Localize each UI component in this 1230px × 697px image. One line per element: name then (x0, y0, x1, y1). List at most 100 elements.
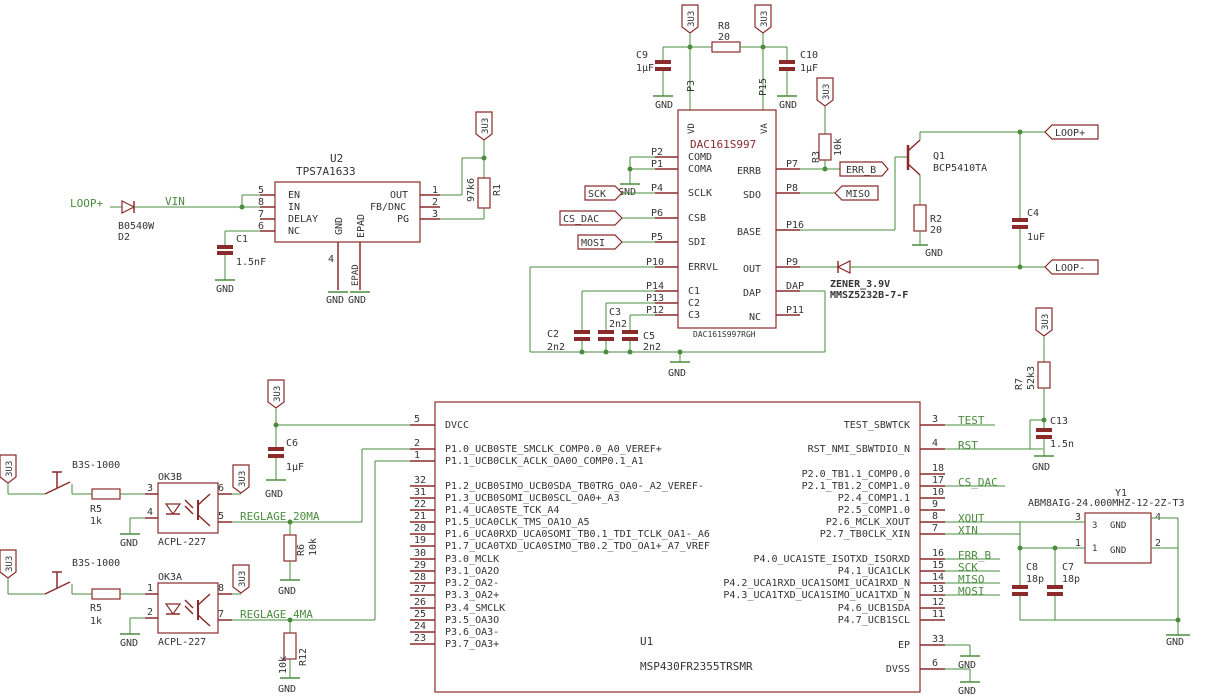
u1-left-pin-num: 20 (414, 523, 426, 534)
dac-pin-p1: P1 (651, 159, 663, 170)
u2-pin-7: 7 (258, 209, 264, 220)
c5-value: 2n2 (643, 342, 661, 353)
u2-3v3-label: 3U3 (481, 118, 491, 134)
dac-pin-dap: DAP (743, 288, 761, 299)
u1-right-pin-name: P2.0_TB1.1_COMP0.0 (802, 469, 910, 480)
u1-right-pin-name: P4.0_UCA1STE_ISOTXD_ISORXD (753, 554, 910, 565)
u2-pin-6: 6 (258, 221, 264, 232)
c1-value: 1.5nF (236, 257, 266, 268)
y1-gnd-bottom: GND (1110, 546, 1126, 556)
u1-right-pin-name: P2.7_TB0CLK_XIN (820, 529, 910, 540)
net-test-label: TEST (958, 414, 985, 427)
u2-pin-out: OUT (390, 190, 408, 201)
r5a-body (91, 488, 121, 500)
r5b-ref: R5 (90, 603, 102, 614)
dac-miso-port (834, 185, 879, 201)
y1-gnd-top: GND (1110, 521, 1126, 531)
u1-right-pin-name: P4.7_UCB1SCL (838, 615, 910, 626)
dac-3v3-label-1: 3U3 (687, 11, 697, 27)
dac-gnd-bottom: GND (668, 368, 686, 379)
u1-left-pin-name: P1.4_UCA0STE_TCK_A4 (445, 505, 559, 516)
sw2-value: B3S-1000 (72, 558, 120, 569)
sw1-value: B3S-1000 (72, 460, 120, 471)
r7-value: 52k3 (1026, 366, 1037, 390)
c4-value: 1uF (1027, 232, 1045, 243)
u1-section: U1 MSP430FR2355TRSMR 5DVCC2P1.0_UCB0STE_… (222, 307, 1190, 697)
y1-pin-3: 3 (1075, 512, 1081, 523)
u1-ep-gnd: GND (958, 660, 976, 671)
ok3a-pin-2: 2 (147, 607, 153, 618)
ok3a-pin-1: 1 (147, 583, 153, 594)
u2-pin-8: 8 (258, 197, 264, 208)
ok3a-pin-8: 8 (218, 583, 224, 594)
u1-left-pin-num: 27 (414, 584, 426, 595)
r5a-ref: R5 (90, 504, 102, 515)
u1-right-pin-num: 8 (932, 511, 938, 522)
u1-right-pin-name: EP (898, 640, 910, 651)
u1-right-pin-name: TEST_SBWTCK (844, 420, 910, 431)
dac-pin-c2: C2 (688, 298, 700, 309)
net-xin-label: XIN (958, 524, 978, 537)
u1-left-pin-name: P3.7_OA3+ (445, 639, 499, 650)
y1-ref: Y1 (1115, 488, 1127, 499)
u1-left-pin-name: DVCC (445, 420, 469, 431)
u2-pin-fb: FB/DNC (370, 202, 406, 213)
r12-gnd: GND (278, 684, 296, 695)
u1-left-pin-name: P3.4_SMCLK (445, 603, 505, 614)
u1-right-pin-num: 15 (932, 560, 944, 571)
u1-body (434, 401, 921, 693)
dac-pin-csb: CSB (688, 213, 706, 224)
c3-ref: C3 (609, 307, 621, 318)
dac-pin-p7: P7 (786, 159, 798, 170)
ok3b-pin-6: 6 (218, 483, 224, 494)
c1-gnd: GND (216, 284, 234, 295)
u1-right-pin-num: 9 (932, 499, 938, 510)
u2-pin-epad: EPAD (351, 264, 361, 286)
dac-value: DAC161S997RGH (693, 330, 756, 339)
dac-pin-va: VA (760, 123, 770, 134)
dac-3v3-label-2: 3U3 (760, 11, 770, 27)
reglage20-label: REGLAGE_20MA (240, 510, 320, 523)
u2-pin-nc: NC (288, 226, 300, 237)
dac-cs-port (559, 210, 623, 226)
r6-value: 10k (308, 538, 319, 556)
c9-ref: C9 (636, 50, 648, 61)
u1-left-pin-num: 26 (414, 597, 426, 608)
dac-cs-label: CS_DAC (563, 214, 599, 225)
u2-pin-en: EN (288, 190, 300, 201)
r12-value: 10k (278, 656, 289, 674)
dac-pin-p3: P3 (686, 80, 697, 92)
c2-ref: C2 (547, 329, 559, 340)
c9-gnd: GND (655, 100, 673, 111)
r3-ref: R3 (811, 151, 822, 163)
u1-value: MSP430FR2355TRSMR (640, 660, 753, 673)
u1-left-pin-num: 28 (414, 572, 426, 583)
u1-left-pins: 5DVCC2P1.0_UCB0STE_SMCLK_COMP0.0_A0_VERE… (410, 414, 710, 650)
dac-miso-label: MISO (846, 189, 870, 200)
c3-value: 2n2 (609, 319, 627, 330)
dac-3v3-flag-vd (681, 4, 699, 34)
c13-gnd: GND (1032, 462, 1050, 473)
r3-value: 10k (833, 138, 844, 156)
dac-mosi-label: MOSI (581, 238, 605, 249)
dac-pin-dap-num: DAP (786, 281, 804, 292)
ok3a-ref: OK3A (158, 572, 182, 583)
ok3a-led-icon (164, 603, 182, 616)
q1-value: BCP5410TA (933, 163, 987, 174)
c10-value: 1µF (800, 63, 818, 74)
dac-sck-port (584, 185, 623, 201)
u1-right-pin-name: P4.1_UCA1CLK (838, 566, 910, 577)
c7-ref: C7 (1062, 562, 1074, 573)
r6-gnd: GND (278, 586, 296, 597)
r7-ref: R7 (1014, 378, 1025, 390)
u1-left-pin-num: 2 (414, 438, 420, 449)
dac-ref: DAC161S997 (690, 138, 756, 151)
dac-pin-c3: C3 (688, 310, 700, 321)
u2-inner-gnd: GND (334, 217, 345, 235)
ok3b-3v3-label: 3U3 (238, 471, 248, 487)
ok3a-value: ACPL-227 (158, 637, 206, 648)
y1-value: ABM8AIG-24.000MHZ-12-2Z-T3 (1028, 498, 1185, 509)
u1-right-pin-name: P2.4_COMP1.1 (838, 493, 910, 504)
u1-right-pin-num: 7 (932, 523, 938, 534)
ok3b-ref: OK3B (158, 472, 182, 483)
